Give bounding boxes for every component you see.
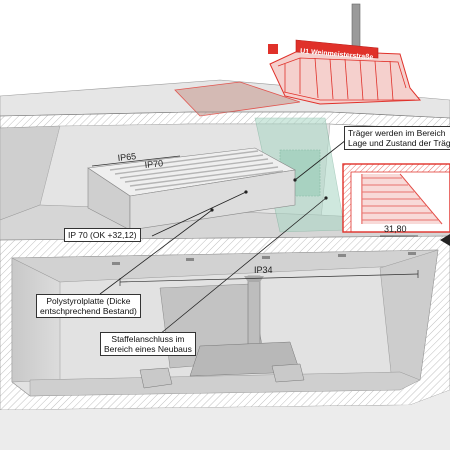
callout-beams-line1: Träger werden im Bereich <box>348 128 446 138</box>
callout-polystyrene-line2: entschprechend Bestand) <box>40 306 137 316</box>
stair-fill <box>362 174 442 224</box>
leader-lines <box>99 139 347 335</box>
ip70-label: IP70 <box>144 158 163 170</box>
section-arrow <box>440 234 450 246</box>
callout-stair-joint-line1: Staffelanschluss im <box>111 334 185 344</box>
callout-stair-joint: Staffelanschluss im Bereich eines Neubau… <box>100 332 196 356</box>
callout-polystyrene: Polystyrolplatte (Dicke entschprechend B… <box>36 294 141 318</box>
hall-floor <box>29 371 421 397</box>
column-capital <box>244 276 264 282</box>
station-sign <box>295 39 379 59</box>
platform-block-right <box>271 363 305 383</box>
ip34-dimension-line <box>119 273 419 283</box>
sign-post <box>268 44 278 54</box>
bottom-ground <box>0 390 450 450</box>
callout-ip70-level: IP 70 (OK +32,12) <box>64 228 141 242</box>
stair-wall-section <box>342 163 450 233</box>
callout-ip70-level-text: IP 70 (OK +32,12) <box>68 230 137 240</box>
ceiling-fixtures <box>112 252 416 265</box>
callout-beams: Träger werden im Bereich Lage und Zustan… <box>344 126 450 150</box>
platform-block-left <box>139 367 173 389</box>
callout-stair-joint-line2: Bereich eines Neubaus <box>104 344 192 354</box>
beam-block-front <box>129 169 296 231</box>
callout-beams-line2: Lage und Zustand der Träg <box>348 138 450 148</box>
entrance-ramp <box>174 81 301 117</box>
leader-arrowheads <box>210 178 328 212</box>
ip34-label: IP34 <box>254 265 273 275</box>
ip65-dimension-line <box>91 155 181 167</box>
beam-ribs <box>109 150 284 191</box>
entrance-railing <box>277 57 415 101</box>
level-label: 31,80 <box>384 224 407 234</box>
callout-polystyrene-line1: Polystyrolplatte (Dicke <box>46 296 131 306</box>
ip65-label: IP65 <box>117 151 136 163</box>
